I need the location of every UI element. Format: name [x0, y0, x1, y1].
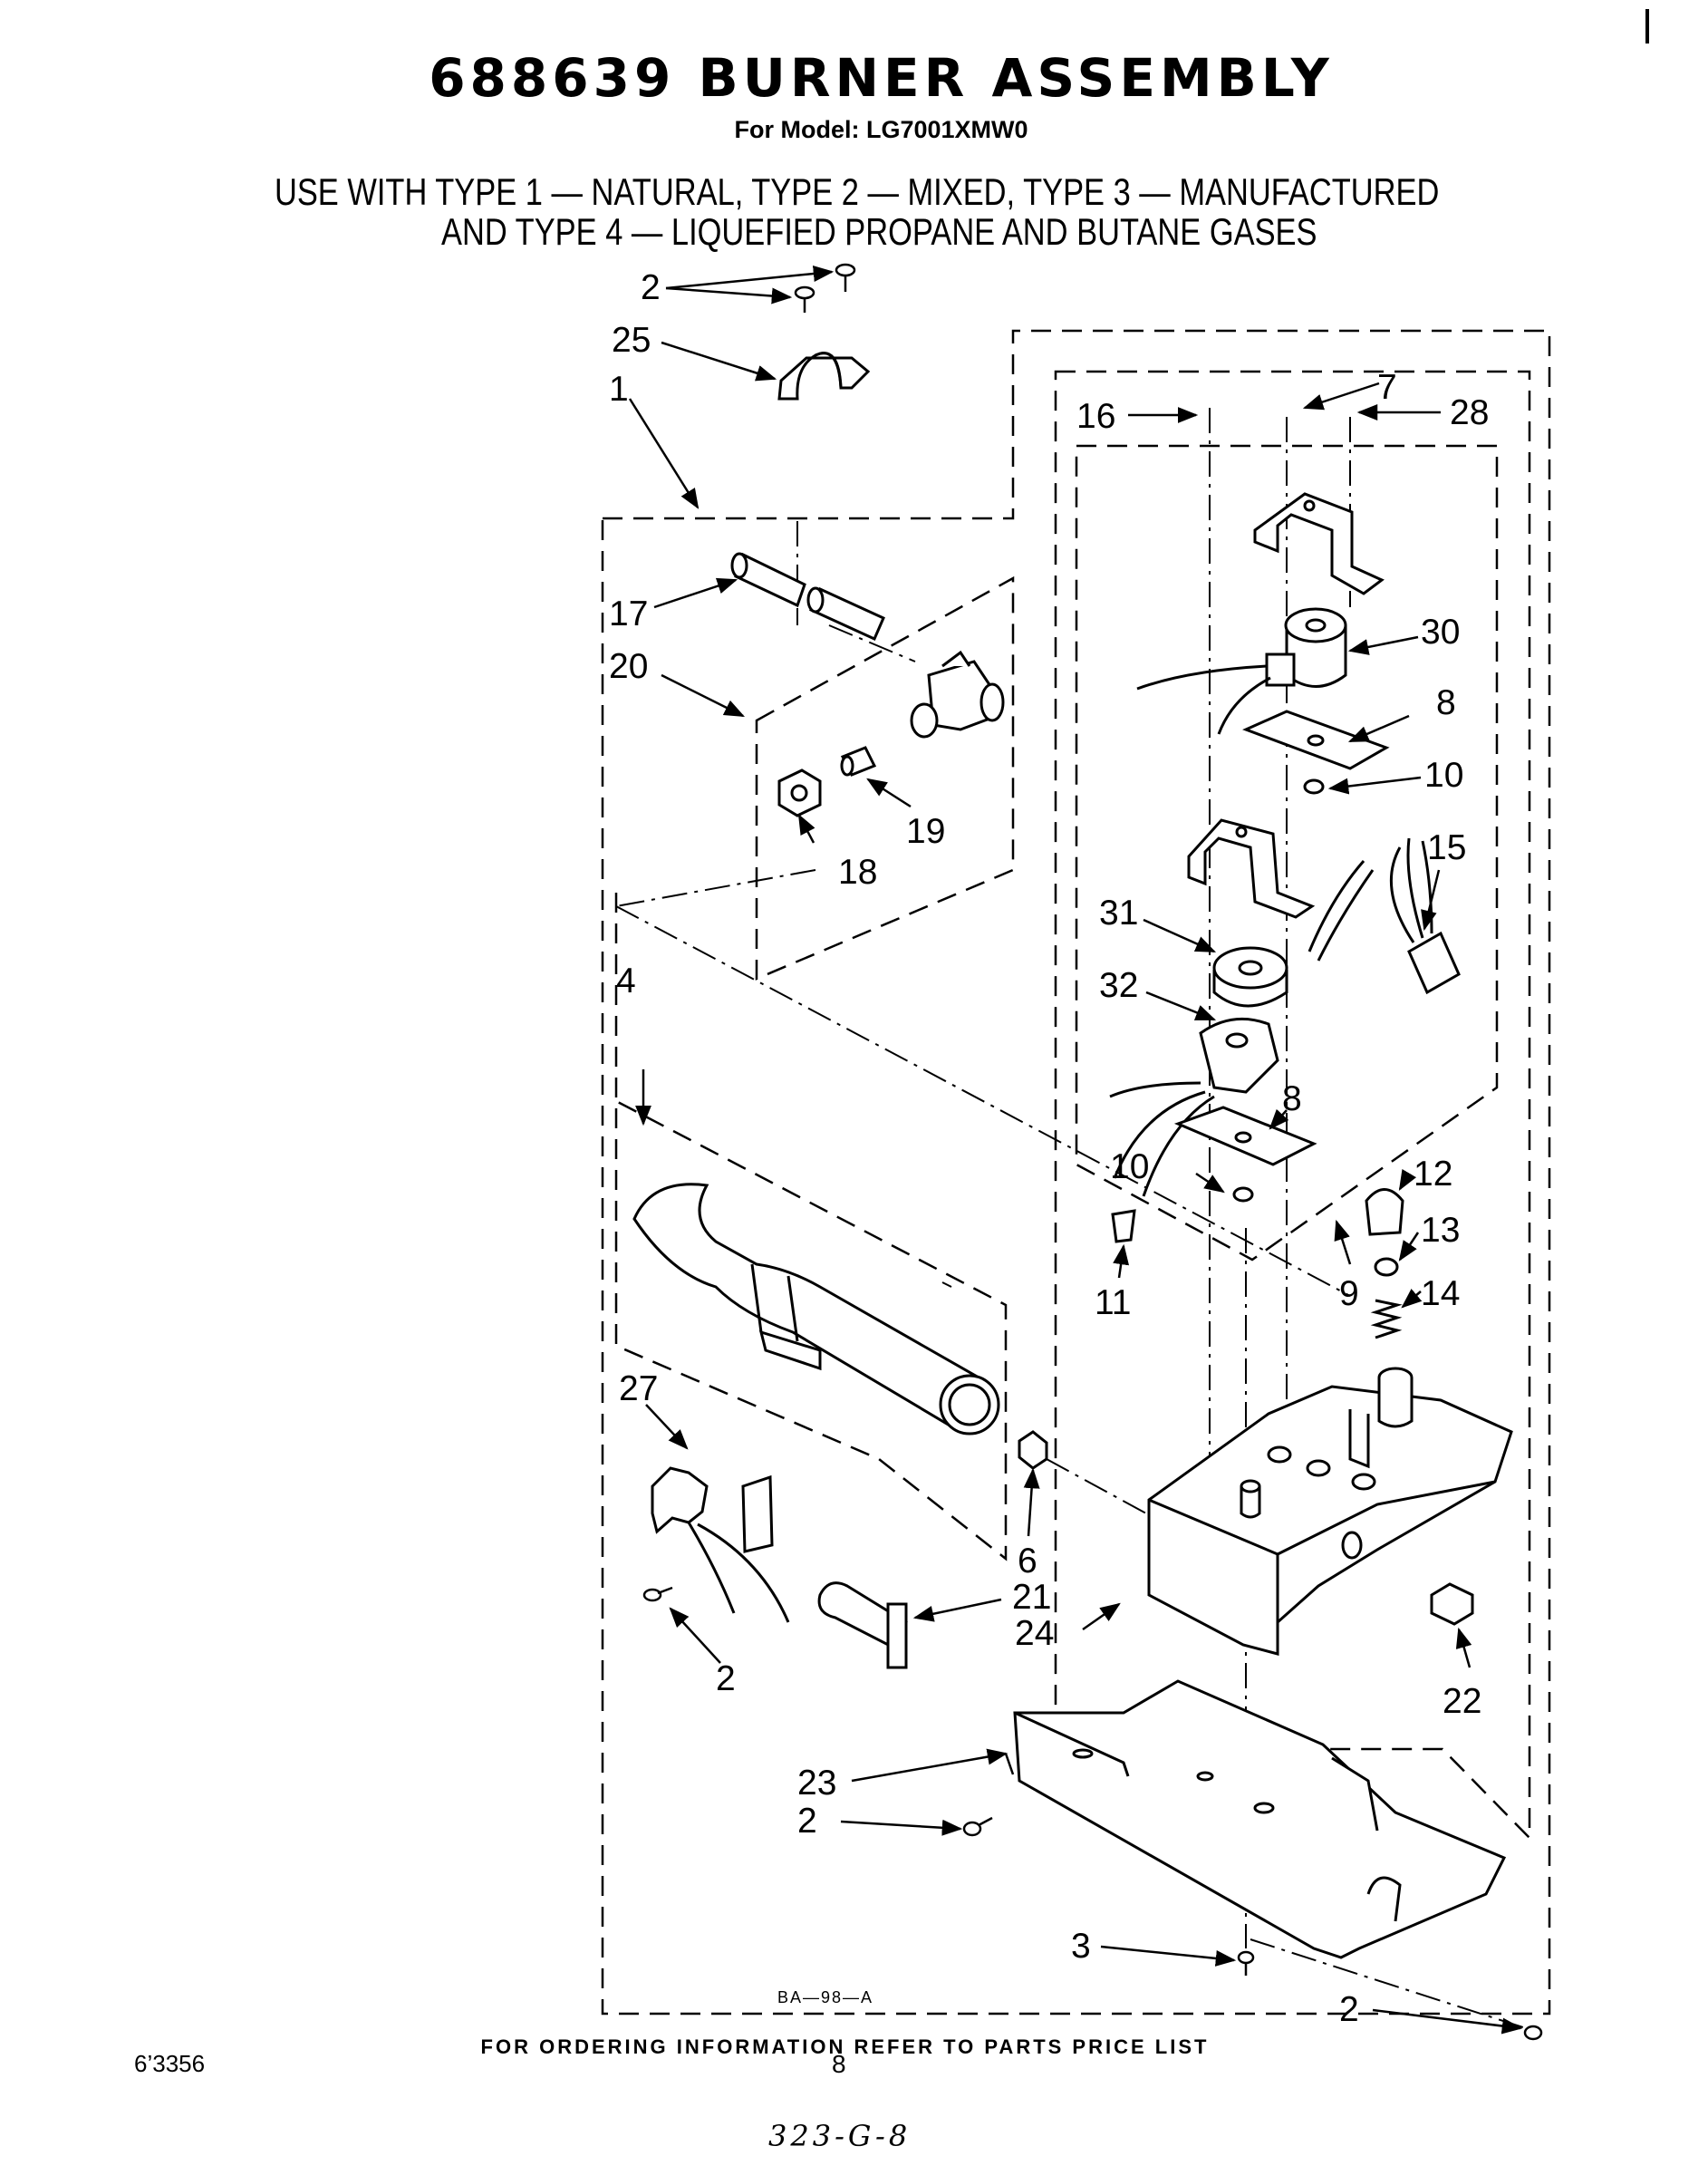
callout-32: 32: [1099, 966, 1138, 1005]
page-title: 688639 BURNER ASSEMBLY: [429, 47, 1334, 109]
callout-30: 30: [1421, 613, 1460, 652]
o-ring-part-10-lower: [1232, 1186, 1254, 1203]
callout-14: 14: [1421, 1274, 1460, 1313]
callout-18: 18: [838, 853, 877, 892]
pipe-fitting-part-22: [1430, 1582, 1474, 1626]
clamp-bracket-part-25: [777, 352, 871, 401]
screw-part-2-top-b: [835, 263, 856, 292]
gas-tube-part-17: [730, 552, 885, 641]
callout-8-upper: 8: [1436, 683, 1456, 722]
solenoid-coil-part-32: [1109, 1017, 1279, 1197]
shutoff-valve-part-20: [910, 650, 1005, 739]
callout-27: 27: [619, 1369, 658, 1408]
callout-31: 31: [1099, 894, 1138, 933]
assembly-boundary: [601, 329, 1551, 2016]
screw-part-2-bottom: [1523, 2025, 1543, 2041]
handwritten-note: 323-G-8: [768, 2119, 912, 2153]
page-edge-mark: [1645, 9, 1649, 44]
mounting-bracket-part-23: [1013, 1679, 1507, 1959]
callout-labels: 2 25 1 16 7 28 30 8 10 15 31 32 8 10 11 …: [609, 268, 1489, 2029]
callout-10-lower: 10: [1110, 1147, 1149, 1186]
callout-2-left: 2: [716, 1659, 736, 1698]
ordering-note: FOR ORDERING INFORMATION REFER TO PARTS …: [480, 2035, 1210, 2058]
callout-3: 3: [1071, 1927, 1091, 1966]
document-number: 6’3356: [134, 2050, 206, 2077]
callout-7: 7: [1377, 368, 1397, 407]
burner-group-boundary: [614, 893, 1008, 1561]
igniter-bracket-part-27: [651, 1466, 790, 1623]
callout-16: 16: [1076, 397, 1115, 436]
callout-2-bottom: 2: [1339, 1990, 1359, 2029]
drawing-code: BA—98—A: [777, 1988, 873, 2006]
gas-type-note-line-1: USE WITH TYPE 1 — NATURAL, TYPE 2 — MIXE…: [274, 170, 1440, 213]
callout-2-mid: 2: [797, 1802, 817, 1841]
wire-connector-part-15: [1308, 837, 1461, 995]
callout-22: 22: [1443, 1682, 1481, 1721]
callout-6: 6: [1018, 1542, 1037, 1580]
screw-part-2-left: [642, 1586, 673, 1602]
callout-2-top: 2: [641, 268, 661, 307]
flare-nut-part-18: [777, 768, 822, 817]
orifice-fitting-part-6: [1018, 1430, 1048, 1470]
valve-subassembly-boundary: [1054, 370, 1531, 1842]
callout-23: 23: [797, 1764, 836, 1803]
screw-part-3: [1237, 1950, 1255, 1976]
fitting-group-boundary: [755, 575, 1015, 981]
callout-13: 13: [1421, 1211, 1460, 1250]
o-ring-part-10-upper: [1303, 778, 1325, 795]
callout-25: 25: [612, 321, 651, 360]
screw-part-2-top-a: [794, 285, 815, 313]
callout-17: 17: [609, 594, 648, 633]
gasket-plate-part-8-lower: [1173, 1106, 1317, 1166]
callout-12: 12: [1414, 1155, 1452, 1194]
callout-21: 21: [1012, 1578, 1051, 1617]
model-subtitle: For Model: LG7001XMW0: [734, 116, 1028, 143]
coil-bracket-upper: [1253, 492, 1385, 595]
callout-10-upper: 10: [1424, 756, 1463, 795]
solenoid-coil-part-30: [1136, 607, 1347, 735]
igniter-part-21: [817, 1581, 908, 1669]
callout-9: 9: [1339, 1274, 1359, 1313]
spring-part-14: [1370, 1299, 1403, 1339]
wire-terminal-part-11: [1111, 1209, 1136, 1243]
callout-24: 24: [1015, 1614, 1054, 1653]
callout-11: 11: [1095, 1283, 1132, 1322]
orifice-part-19: [840, 746, 877, 777]
callout-19: 19: [906, 812, 945, 851]
callout-15: 15: [1427, 828, 1466, 867]
gasket-plate-part-8-upper: [1242, 710, 1390, 770]
burner-tube-part-4: [632, 1183, 1000, 1436]
callout-20: 20: [609, 647, 648, 686]
screw-part-2-mid: [962, 1816, 993, 1837]
coil-subassembly-boundary: [1075, 444, 1499, 1262]
cap-part-12: [1365, 1188, 1404, 1236]
solenoid-coil-part-31: [1212, 946, 1288, 1008]
gas-valve-body-part-24: [1147, 1367, 1513, 1656]
gas-type-note-line-2: AND TYPE 4 — LIQUEFIED PROPANE AND BUTAN…: [441, 210, 1317, 253]
coil-bracket-lower: [1187, 818, 1316, 919]
callout-4: 4: [616, 962, 636, 1000]
callout-leaders: [628, 266, 1523, 2035]
callout-28: 28: [1450, 393, 1489, 432]
callout-8-lower: 8: [1282, 1079, 1302, 1118]
callout-1: 1: [609, 370, 629, 409]
page-number: 8: [832, 2050, 846, 2078]
plug-part-13: [1374, 1257, 1399, 1277]
